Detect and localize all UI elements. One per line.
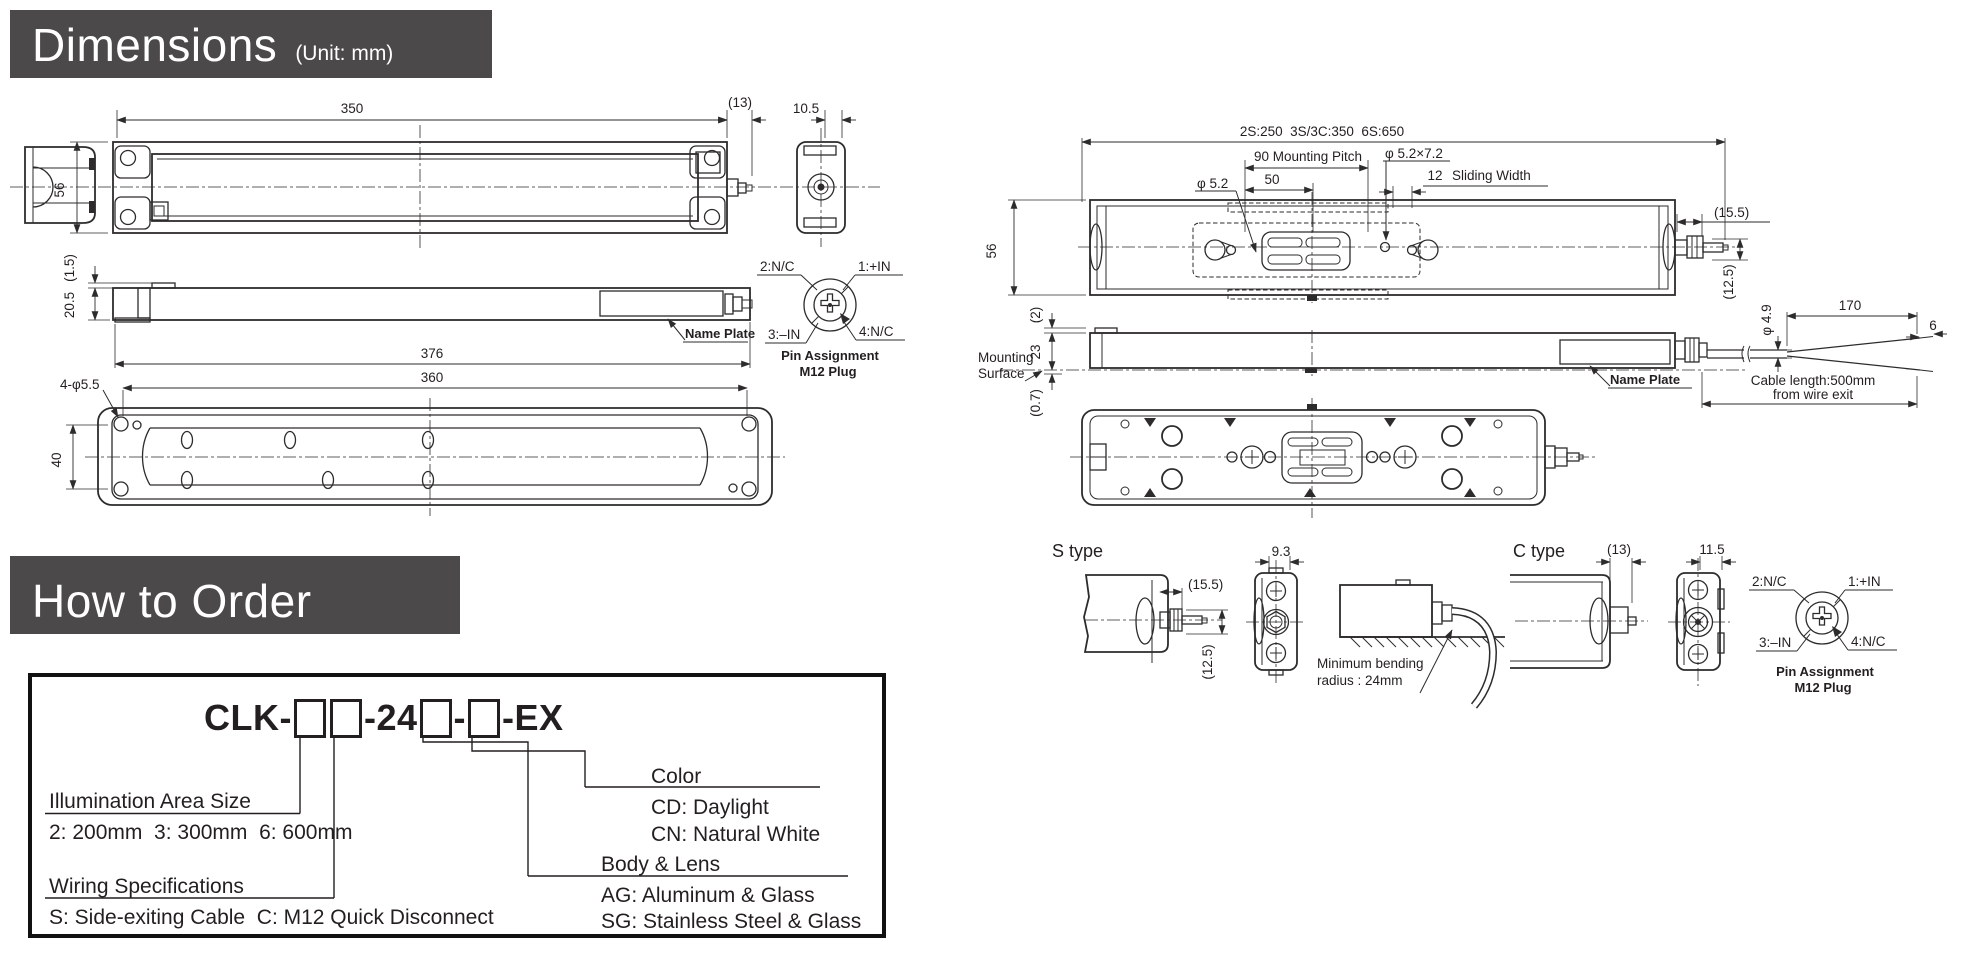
c-pin-4-label: 4:N/C	[1851, 634, 1886, 649]
dim-12-label: 12	[1427, 168, 1442, 183]
wiring-title: Wiring Specifications	[49, 875, 244, 898]
pin-1-label: 1:+IN	[858, 259, 891, 274]
right-side-view: Mounting Surface Name Plate (2) 23 (0.7)…	[978, 298, 1947, 417]
mounting-pitch-label: 90 Mounting Pitch	[1254, 149, 1362, 164]
color-title: Color	[651, 765, 702, 788]
dim-1-5-label: (1.5)	[62, 254, 77, 282]
c-type-label: C type	[1513, 541, 1565, 561]
color-option-cd: CD: Daylight	[651, 796, 769, 819]
model-dash: -	[453, 697, 467, 738]
illumination-title: Illumination Area Size	[49, 790, 251, 813]
dimensions-banner: Dimensions (Unit: mm)	[10, 10, 492, 78]
left-top-view	[112, 125, 753, 250]
dim-376-label: 376	[421, 346, 444, 361]
left-side-view: Name Plate (1.5) 20.5 376	[62, 254, 755, 368]
body-lens-title: Body & Lens	[601, 853, 721, 876]
dim-350-label: 350	[341, 101, 364, 116]
sliding-width-label: Sliding Width	[1452, 168, 1531, 183]
c-pin-caption-1: Pin Assignment	[1776, 664, 1874, 679]
right-bottom-view	[1070, 398, 1595, 518]
c-pin-2-label: 2:N/C	[1752, 574, 1787, 589]
c-type-view: C type (13) 11.5	[1510, 541, 1736, 686]
model-prefix: CLK-	[204, 697, 292, 738]
dim-170-label: 170	[1839, 298, 1862, 313]
body-option-sg: SG: Stainless Steel & Glass	[601, 910, 862, 933]
dim-10-5-label: 10.5	[793, 101, 819, 116]
unit-label: (Unit: mm)	[295, 41, 394, 65]
s-type-view: S type (15.5) (12.5)	[1052, 541, 1505, 709]
wiring-options: S: Side-exiting Cable C: M12 Quick Disco…	[49, 906, 494, 929]
pin-caption-2: M12 Plug	[799, 364, 856, 379]
overall-length-label: 2S:250 3S/3C:350 6S:650	[1240, 124, 1404, 139]
dim-360-label: 360	[421, 370, 444, 385]
dim-0-7-label: (0.7)	[1028, 389, 1043, 417]
pin-2-label: 2:N/C	[760, 259, 795, 274]
s-dim-15-5-label: (15.5)	[1188, 577, 1223, 592]
name-plate-label-left: Name Plate	[685, 326, 755, 341]
dim-40-label: 40	[49, 452, 64, 467]
c-pin-caption-2: M12 Plug	[1794, 680, 1851, 695]
model-box-wiring	[329, 698, 362, 738]
body-option-ag: AG: Aluminum & Glass	[601, 884, 815, 907]
cable-dia-label: φ 4.9	[1759, 304, 1774, 335]
name-plate-label-right: Name Plate	[1610, 372, 1680, 387]
c-pin-assignment: 2:N/C 1:+IN 3:–IN 4:N/C Pin Assignment M…	[1749, 574, 1897, 695]
illumination-options: 2: 200mm 3: 300mm 6: 600mm	[49, 821, 353, 844]
color-option-cn: CN: Natural White	[651, 823, 821, 846]
dim-23-label: 23	[1028, 344, 1043, 359]
model-suffix: -EX	[502, 697, 564, 738]
dim-2-label: (2)	[1028, 307, 1043, 324]
s-dim-9-3-label: 9.3	[1272, 544, 1291, 559]
slot-dim-label: φ 5.2×7.2	[1385, 146, 1443, 161]
left-end-bracket-view	[10, 146, 880, 224]
cable-length-note-2: from wire exit	[1773, 387, 1854, 402]
left-connector-end-view: 10.5	[793, 101, 856, 247]
order-connector-lines	[45, 737, 848, 899]
dim-13-label: (13)	[728, 95, 752, 110]
c-dim-13-label: (13)	[1607, 542, 1631, 557]
c-pin-3-label: 3:–IN	[1759, 635, 1791, 650]
model-box-body	[419, 698, 452, 738]
dimensions-title: Dimensions	[32, 19, 278, 71]
dim-15-5-label: (15.5)	[1714, 205, 1749, 220]
model-box-size	[293, 698, 326, 738]
right-top-view	[1078, 192, 1742, 303]
model-box-color	[468, 698, 501, 738]
mounting-surface-line2: Surface	[978, 366, 1025, 381]
dim-12-5-label: (12.5)	[1721, 264, 1736, 299]
s-dim-12-5-label: (12.5)	[1200, 644, 1215, 679]
pin-3-label: 3:–IN	[768, 327, 800, 342]
dim-20-5-label: 20.5	[62, 292, 77, 318]
bend-radius-note-2: radius : 24mm	[1317, 673, 1403, 688]
c-dim-11-5-label: 11.5	[1699, 542, 1724, 557]
dim-50-label: 50	[1264, 172, 1279, 187]
hole-dia-label: φ 5.2	[1197, 176, 1228, 191]
c-pin-1-label: 1:+IN	[1848, 574, 1881, 589]
how-to-order-title: How to Order	[32, 575, 312, 627]
model-code: CLK- -24 - -EX	[204, 697, 564, 739]
how-to-order-banner: How to Order	[10, 556, 460, 634]
pin-4-label: 4:N/C	[859, 324, 894, 339]
order-code-box: CLK- -24 - -EX Illumination Area Size 2:…	[28, 673, 886, 938]
cable-length-note-1: Cable length:500mm	[1751, 373, 1876, 388]
dim-56-right-label: 56	[984, 243, 999, 258]
mounting-surface-line1: Mounting	[978, 350, 1034, 365]
left-pin-assignment: 2:N/C 1:+IN 3:–IN 4:N/C Pin Assignment M…	[757, 259, 905, 379]
bend-radius-note-1: Minimum bending	[1317, 656, 1424, 671]
right-top-view-dimensions: 2S:250 3S/3C:350 6S:650 90 Mounting Pitc…	[984, 124, 1770, 300]
corner-holes-label: 4-φ5.5	[60, 377, 100, 392]
dim-56-label: 56	[52, 182, 67, 197]
s-type-label: S type	[1052, 541, 1103, 561]
pin-caption-1: Pin Assignment	[781, 348, 879, 363]
model-mid: -24	[363, 697, 418, 738]
left-bottom-view: 360 4-φ5.5 40	[49, 370, 785, 516]
left-top-view-dimensions: 350 (13) 56	[52, 95, 766, 234]
dim-6-label: 6	[1929, 318, 1937, 333]
